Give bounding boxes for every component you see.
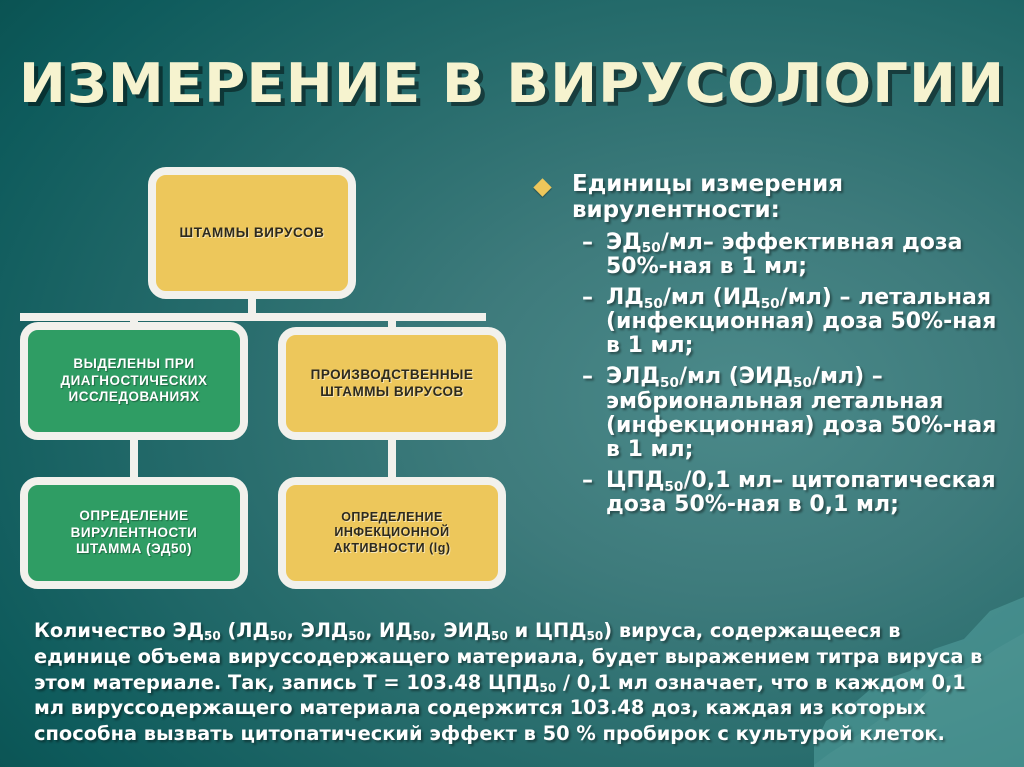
list-item-eld50-mid: /мл (ЭИД xyxy=(678,364,793,390)
dash-bullet-icon: – xyxy=(582,468,593,494)
paragraph-segment-4: , ИД xyxy=(364,619,413,642)
list-item-cpd50-text: /0,1 мл– цитопатическая доза 50%-ная в 0… xyxy=(606,468,996,518)
list-item-eld50-subscript-2: 50 xyxy=(792,375,812,392)
node-determination-of-infectious-activity[interactable]: ОПРЕДЕЛЕНИЕ ИНФЕКЦИОННОЙ АКТИВНОСТИ (lg) xyxy=(278,477,506,589)
paragraph-subscript-6: 50 xyxy=(586,629,604,644)
paragraph-subscript-4: 50 xyxy=(412,629,430,644)
list-item-cpd50: – ЦПД50/0,1 мл– цитопатическая доза 50%-… xyxy=(528,468,1016,518)
node-determination-of-infectious-activity-label: ОПРЕДЕЛЕНИЕ ИНФЕКЦИОННОЙ АКТИВНОСТИ (lg) xyxy=(333,510,451,555)
list-item-ld50-subscript-2: 50 xyxy=(760,295,780,312)
decorative-corner-shape xyxy=(814,597,1024,767)
node-production-virus-strains[interactable]: ПРОИЗВОДСТВЕННЫЕ ШТАММЫ ВИРУСОВ xyxy=(278,327,506,440)
diamond-bullet-icon xyxy=(533,178,552,197)
node-isolated-in-diagnostic-studies[interactable]: ВЫДЕЛЕНЫ ПРИ ДИАГНОСТИЧЕСКИХ ИССЛЕДОВАНИ… xyxy=(20,322,248,440)
connector-to-production xyxy=(388,313,396,331)
node-isolated-in-diagnostic-studies-label: ВЫДЕЛЕНЫ ПРИ ДИАГНОСТИЧЕСКИХ ИССЛЕДОВАНИ… xyxy=(60,356,208,405)
paragraph-segment-5: , ЭИД xyxy=(429,619,492,642)
list-heading: Единицы измерения вирулентности: xyxy=(528,171,1016,224)
paragraph-segment-7: ) вируса, содержащееся в единице объема … xyxy=(34,619,983,694)
explanatory-paragraph: Количество ЭД50 (ЛД50, ЭЛД50, ИД50, ЭИД5… xyxy=(34,618,996,747)
node-determination-of-strain-virulence[interactable]: ОПРЕДЕЛЕНИЕ ВИРУЛЕНТНОСТИ ШТАММА (ЭД50) xyxy=(20,477,248,589)
paragraph-segment-1: Количество ЭД xyxy=(34,619,204,642)
dash-bullet-icon: – xyxy=(582,284,593,310)
list-item-eld50: – ЭЛД50/мл (ЭИД50/мл) – эмбриональная ле… xyxy=(528,365,1016,462)
node-determination-of-strain-virulence-label: ОПРЕДЕЛЕНИЕ ВИРУЛЕНТНОСТИ ШТАММА (ЭД50) xyxy=(70,508,198,557)
connector-to-diagnostic xyxy=(130,313,138,325)
paragraph-segment-2: (ЛД xyxy=(220,619,270,642)
list-heading-label: Единицы измерения вирулентности: xyxy=(572,171,843,223)
list-item-cpd50-prefix: ЦПД xyxy=(606,468,665,494)
list-item-ed50-prefix: ЭД xyxy=(606,229,642,255)
paragraph-segment-3: , ЭЛД xyxy=(286,619,349,642)
list-item-ld50-mid: /мл (ИД xyxy=(662,284,761,310)
paragraph-subscript-1: 50 xyxy=(204,629,221,644)
paragraph-subscript-3: 50 xyxy=(348,629,365,644)
list-item-eld50-prefix: ЭЛД xyxy=(606,364,661,390)
list-item-ld50-prefix: ЛД xyxy=(606,284,644,310)
page-title: ИЗМЕРЕНИЕ В ВИРУСОЛОГИИ xyxy=(18,52,1006,115)
dash-bullet-icon: – xyxy=(582,364,593,390)
list-item-ed50: – ЭД50/мл– эффективная доза 50%-ная в 1 … xyxy=(528,229,1016,279)
list-item-ed50-subscript: 50 xyxy=(641,240,661,257)
paragraph-segment-8: / 0,1 мл означает, что в каждом 0,1 мл в… xyxy=(34,670,966,746)
node-production-virus-strains-label: ПРОИЗВОДСТВЕННЫЕ ШТАММЫ ВИРУСОВ xyxy=(310,367,474,399)
virulence-units-list: Единицы измерения вирулентности: – ЭД50/… xyxy=(528,171,1016,518)
node-virus-strains[interactable]: ШТАММЫ ВИРУСОВ xyxy=(148,167,356,299)
paragraph-subscript-7: 50 xyxy=(539,680,557,695)
dash-bullet-icon: – xyxy=(582,229,593,255)
list-item-cpd50-subscript: 50 xyxy=(664,479,684,495)
list-item-ed50-text: /мл– эффективная доза 50%-ная в 1 мл; xyxy=(606,229,963,279)
list-item-ld50: – ЛД50/мл (ИД50/мл) – летальная (инфекци… xyxy=(528,284,1016,359)
connector-horizontal-bar xyxy=(20,313,486,321)
node-virus-strains-label: ШТАММЫ ВИРУСОВ xyxy=(179,224,325,240)
paragraph-subscript-2: 50 xyxy=(269,629,287,644)
paragraph-segment-6: и ЦПД xyxy=(507,619,587,642)
connector-root-stem xyxy=(248,297,256,319)
list-item-ld50-subscript: 50 xyxy=(643,295,663,312)
list-item-ld50-text: /мл) – летальная (инфекционная) доза 50%… xyxy=(606,284,997,359)
list-item-eld50-subscript: 50 xyxy=(660,375,679,392)
list-item-eld50-text: /мл) – эмбриональная летальная (инфекцио… xyxy=(606,364,997,462)
connector-production-to-activity xyxy=(388,440,396,480)
paragraph-subscript-5: 50 xyxy=(491,629,508,644)
connector-diagnostic-to-virulence xyxy=(130,440,138,480)
flowchart: ШТАММЫ ВИРУСОВ ВЫДЕЛЕНЫ ПРИ ДИАГНОСТИЧЕС… xyxy=(0,0,520,610)
